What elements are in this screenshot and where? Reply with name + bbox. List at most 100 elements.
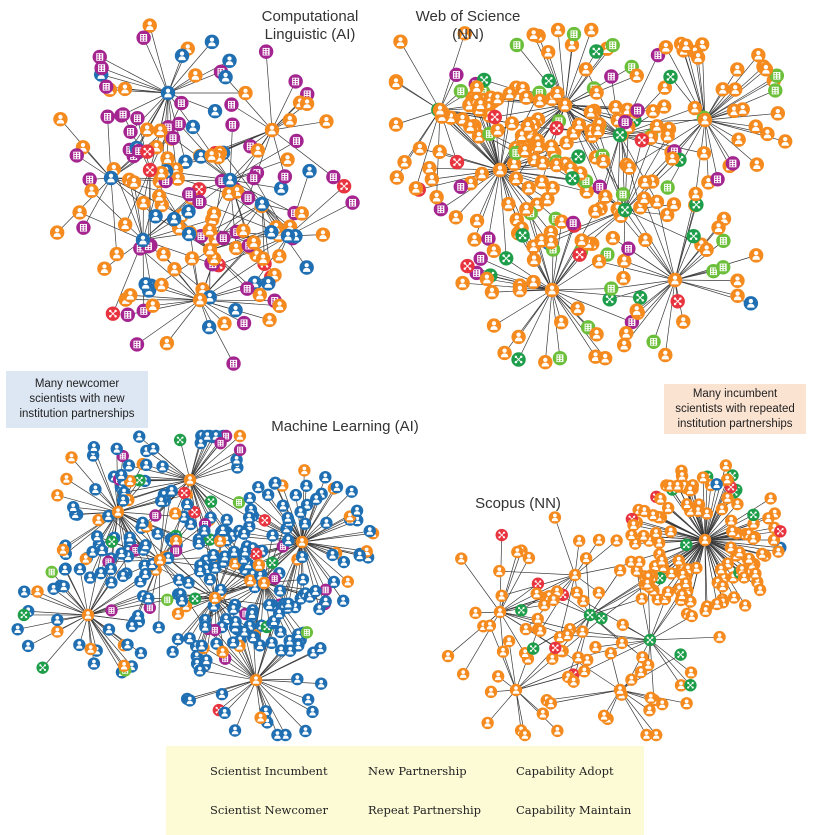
node-person-icon bbox=[697, 112, 713, 128]
node-person-icon bbox=[188, 68, 203, 83]
edge bbox=[455, 169, 501, 218]
edge bbox=[301, 541, 349, 582]
node-person-icon bbox=[274, 181, 289, 196]
node-person-icon bbox=[508, 171, 524, 186]
node-person-icon bbox=[676, 314, 691, 329]
node-building-icon bbox=[240, 281, 255, 296]
node-person-icon bbox=[578, 665, 591, 678]
edge bbox=[101, 74, 169, 94]
node-person-icon bbox=[192, 292, 208, 308]
node-person-icon bbox=[687, 100, 703, 116]
edge bbox=[189, 442, 221, 481]
edge bbox=[624, 135, 668, 211]
node-person-icon bbox=[637, 175, 653, 190]
node-person-icon bbox=[217, 316, 232, 331]
node-person-icon bbox=[592, 533, 606, 547]
node-network-icon bbox=[178, 486, 191, 500]
node-network-icon bbox=[133, 474, 146, 487]
node-person-icon bbox=[511, 329, 526, 345]
node-building-icon bbox=[171, 116, 187, 132]
node-person-icon bbox=[724, 514, 738, 527]
node-person-icon bbox=[306, 705, 319, 719]
node-person-icon bbox=[730, 273, 745, 288]
node-person-icon bbox=[678, 38, 694, 53]
edge bbox=[704, 539, 718, 605]
node-person-icon bbox=[490, 91, 505, 106]
node-person-icon bbox=[577, 594, 590, 608]
node-person-icon bbox=[538, 354, 553, 370]
legend-label-capability-adopt: Capability Adopt bbox=[516, 764, 614, 778]
node-person-icon bbox=[615, 636, 629, 650]
node-person-icon bbox=[133, 430, 146, 443]
node-person-icon bbox=[319, 471, 332, 484]
edge bbox=[265, 51, 273, 131]
node-person-icon bbox=[534, 174, 549, 190]
node-person-icon bbox=[679, 577, 693, 590]
node-person-icon bbox=[588, 204, 603, 219]
node-person-icon bbox=[568, 568, 582, 582]
edge bbox=[214, 629, 257, 681]
edge bbox=[146, 464, 191, 481]
edge bbox=[271, 129, 286, 177]
node-person-icon bbox=[160, 151, 175, 166]
node-network-icon bbox=[105, 535, 118, 548]
edge bbox=[166, 299, 201, 344]
node-person-icon bbox=[111, 505, 125, 519]
node-person-icon bbox=[512, 282, 528, 298]
node-person-icon bbox=[572, 534, 586, 548]
edge bbox=[56, 177, 112, 233]
node-network-icon bbox=[515, 604, 528, 617]
nodes-layer bbox=[11, 18, 793, 742]
node-person-icon bbox=[139, 568, 152, 581]
node-person-icon bbox=[89, 483, 102, 496]
edge bbox=[179, 439, 191, 481]
edge bbox=[645, 239, 676, 281]
node-person-icon bbox=[319, 114, 334, 129]
node-building-icon bbox=[99, 79, 114, 94]
node-person-icon bbox=[295, 535, 309, 549]
edge bbox=[704, 498, 771, 541]
node-person-icon bbox=[570, 586, 584, 599]
node-person-icon bbox=[282, 113, 298, 128]
node-person-icon bbox=[166, 211, 182, 227]
node-person-icon bbox=[397, 154, 412, 170]
edge bbox=[487, 689, 517, 724]
node-person-icon bbox=[282, 597, 295, 610]
node-person-icon bbox=[220, 513, 233, 527]
node-person-icon bbox=[737, 571, 751, 584]
edge bbox=[189, 449, 241, 481]
edge bbox=[101, 67, 169, 94]
edge bbox=[271, 81, 296, 131]
node-person-icon bbox=[228, 302, 243, 318]
node-person-icon bbox=[540, 45, 556, 60]
node-person-icon bbox=[493, 564, 506, 578]
node-person-icon bbox=[467, 232, 482, 247]
node-building-icon bbox=[94, 60, 109, 76]
edge bbox=[674, 240, 724, 281]
node-person-icon bbox=[272, 607, 286, 620]
edge bbox=[117, 511, 146, 546]
node-person-icon bbox=[245, 607, 259, 621]
node-person-icon bbox=[672, 554, 685, 567]
node-person-icon bbox=[238, 545, 252, 558]
node-person-icon bbox=[291, 672, 304, 686]
node-person-icon bbox=[548, 511, 562, 524]
node-person-icon bbox=[193, 149, 209, 164]
edge bbox=[231, 104, 273, 131]
node-person-icon bbox=[280, 152, 295, 167]
node-building-icon bbox=[604, 69, 619, 84]
edge bbox=[123, 479, 191, 493]
edge bbox=[87, 614, 133, 667]
node-person-icon bbox=[526, 274, 541, 290]
node-building-icon bbox=[45, 565, 58, 579]
node-building-icon bbox=[258, 44, 274, 59]
node-person-icon bbox=[152, 621, 165, 634]
node-network-icon bbox=[336, 179, 352, 194]
node-person-icon bbox=[218, 70, 233, 85]
node-person-icon bbox=[432, 102, 448, 118]
node-person-icon bbox=[597, 350, 613, 366]
edge bbox=[704, 539, 781, 549]
node-person-icon bbox=[501, 196, 516, 212]
node-building-icon bbox=[105, 604, 118, 617]
node-person-icon bbox=[105, 576, 118, 589]
